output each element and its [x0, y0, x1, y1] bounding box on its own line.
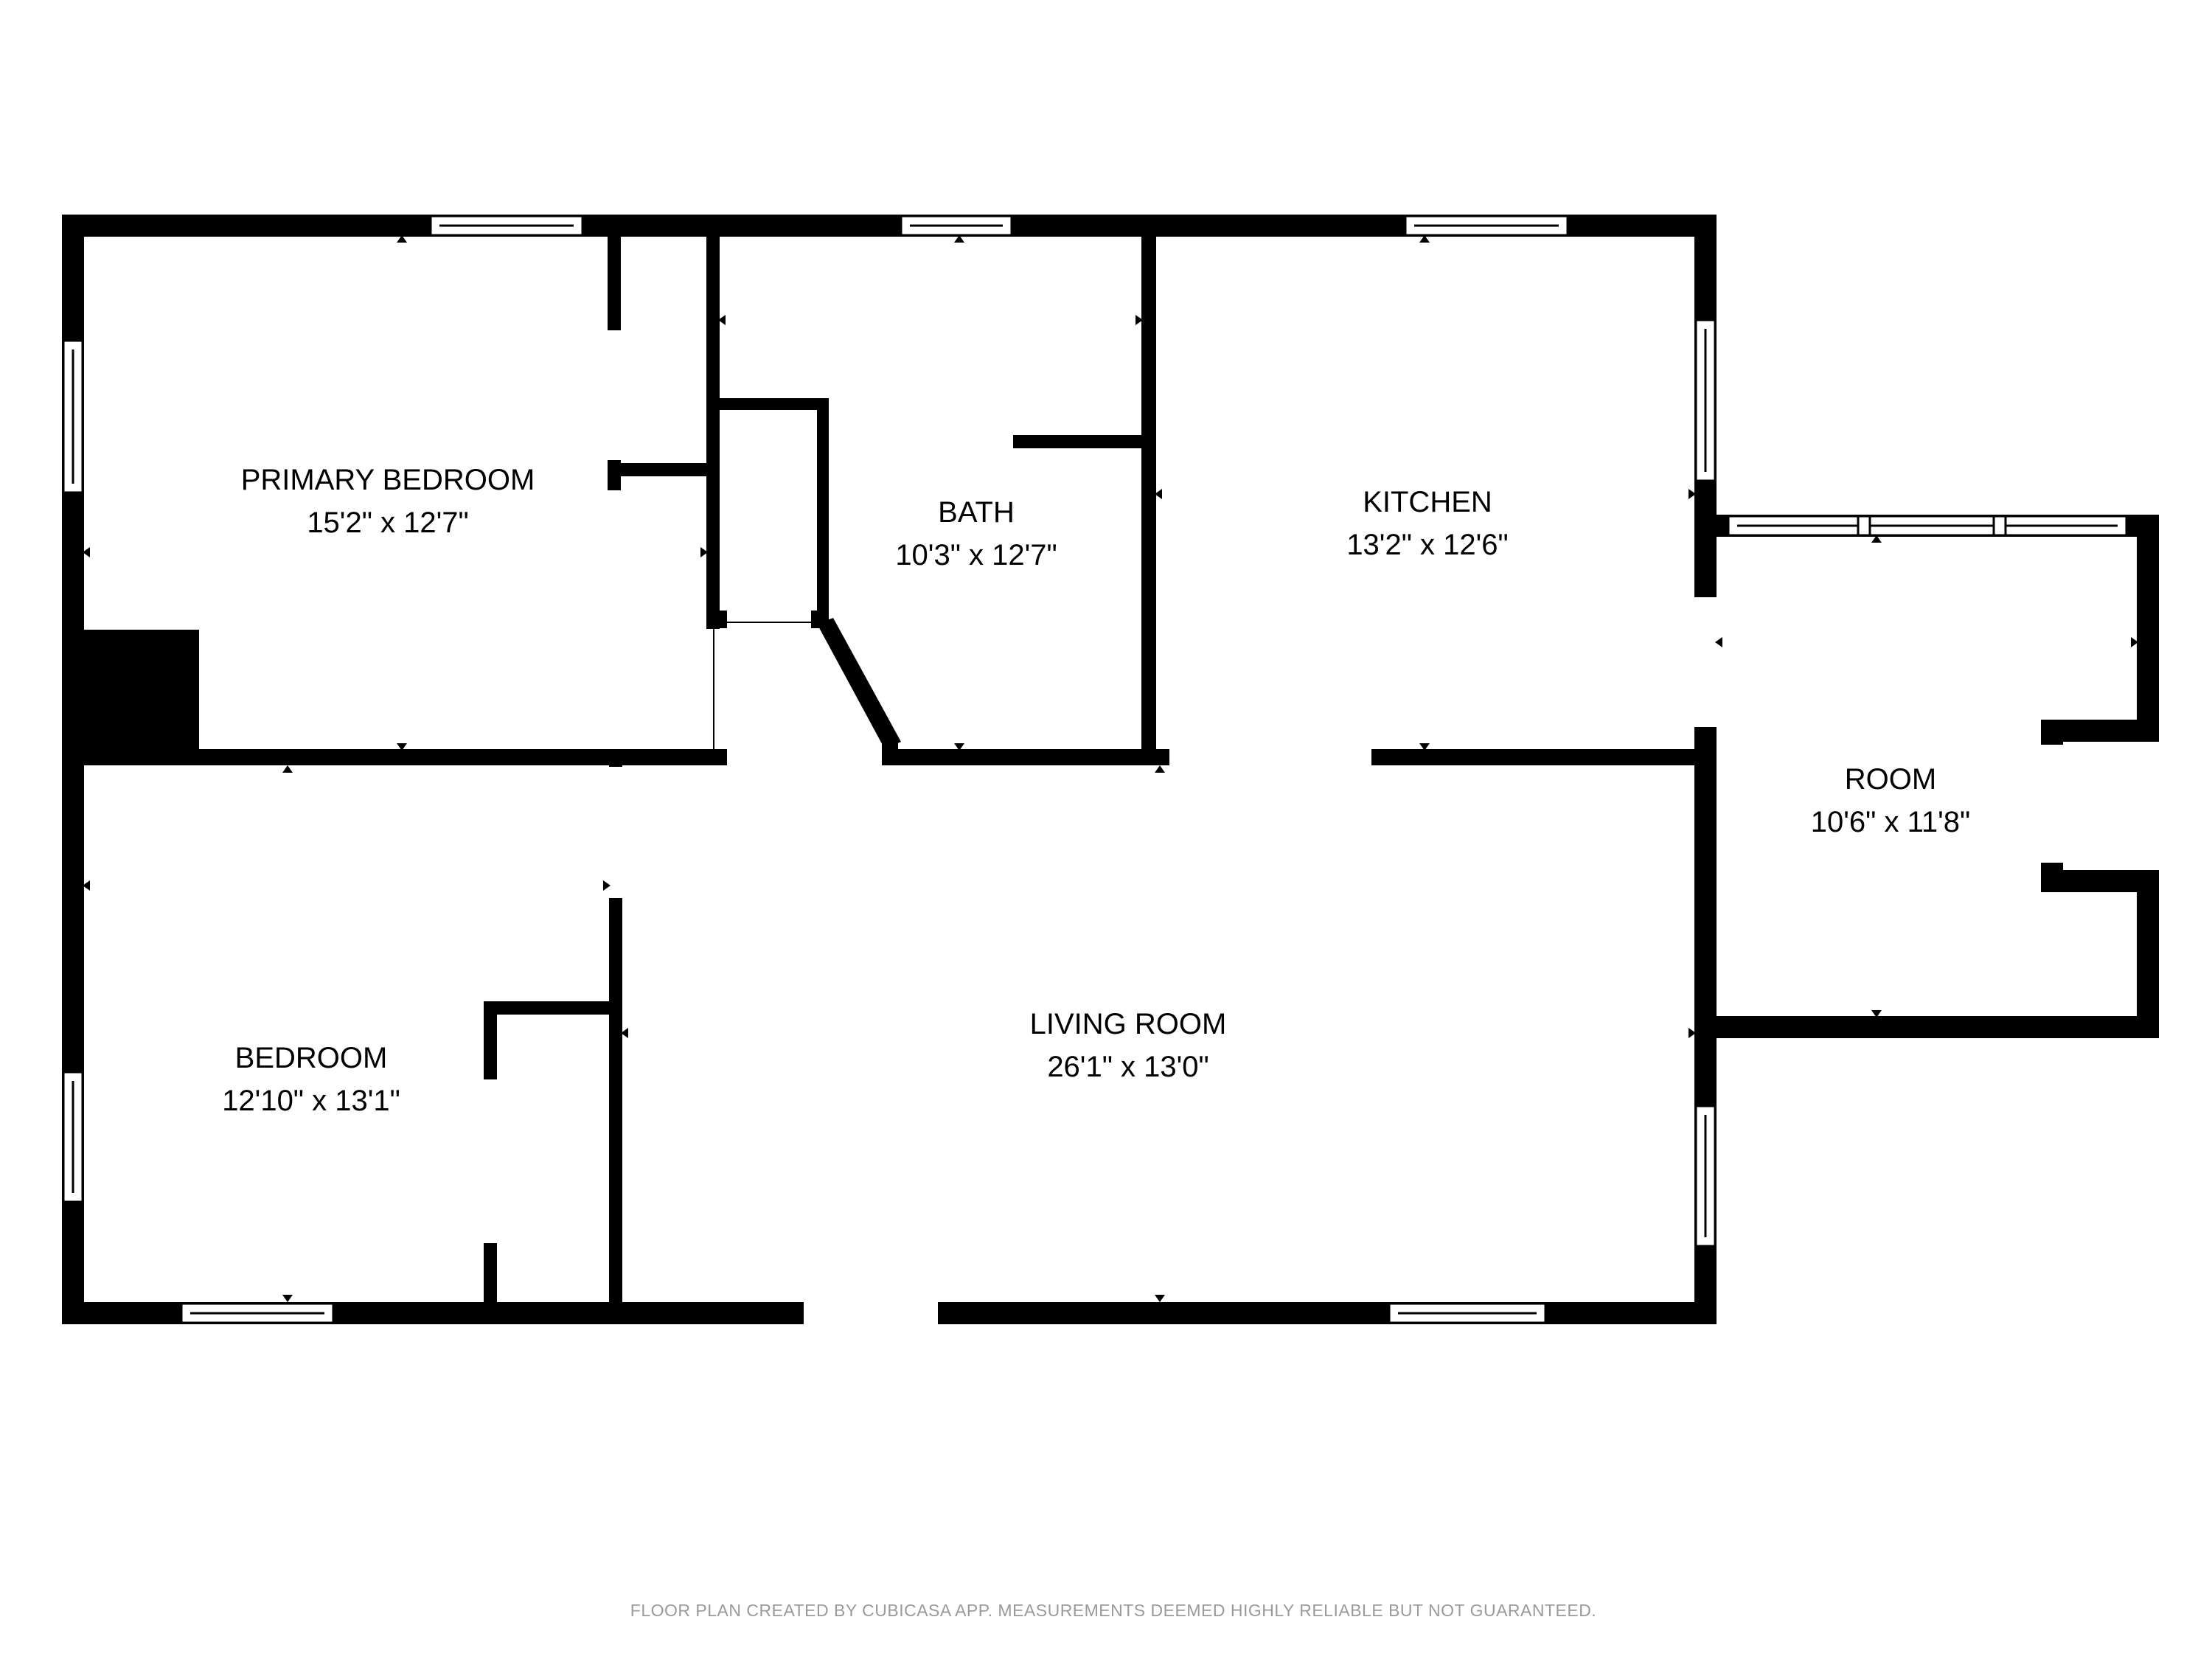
room-dim-bedroom: 12'10" x 13'1" — [222, 1085, 400, 1117]
windows — [62, 215, 2128, 1324]
room-name-kitchen: KITCHEN — [1363, 486, 1492, 518]
room-name-bath: BATH — [938, 496, 1015, 529]
room-labels: PRIMARY BEDROOM 15'2" x 12'7" BATH 10'3"… — [222, 464, 1970, 1117]
window-primary-top — [429, 215, 584, 237]
window-room-top — [1727, 515, 2128, 537]
room-dim-kitchen: 13'2" x 12'6" — [1346, 529, 1508, 561]
door-openings — [481, 330, 2066, 1327]
room-dim-bath: 10'3" x 12'7" — [895, 539, 1057, 571]
interior-walls — [84, 237, 1694, 1324]
window-kitchen-top — [1404, 215, 1569, 237]
exterior-walls — [62, 215, 1717, 1324]
window-bedroom-bottom — [180, 1302, 335, 1324]
window-kitchen-right — [1694, 319, 1717, 482]
window-bath-top — [900, 215, 1013, 237]
window-living-bottom — [1388, 1302, 1547, 1324]
room-dim-room: 10'6" x 11'8" — [1811, 806, 1970, 838]
window-bedroom-left — [62, 1071, 84, 1203]
footer-disclaimer: FLOOR PLAN CREATED BY CUBICASA APP. MEAS… — [630, 1601, 1596, 1620]
room-name-bedroom: BEDROOM — [235, 1042, 388, 1074]
room-dim-primary-bedroom: 15'2" x 12'7" — [307, 507, 468, 539]
room-name-room: ROOM — [1845, 763, 1936, 796]
hall-details — [712, 611, 901, 754]
dimension-markers — [83, 235, 2138, 1302]
room-dim-living-room: 26'1" x 13'0" — [1047, 1051, 1208, 1083]
extension-walls — [1717, 515, 2159, 1038]
window-primary-left — [62, 339, 84, 494]
room-name-primary-bedroom: PRIMARY BEDROOM — [241, 464, 535, 496]
room-name-living-room: LIVING ROOM — [1030, 1008, 1227, 1040]
window-living-right — [1694, 1105, 1717, 1248]
